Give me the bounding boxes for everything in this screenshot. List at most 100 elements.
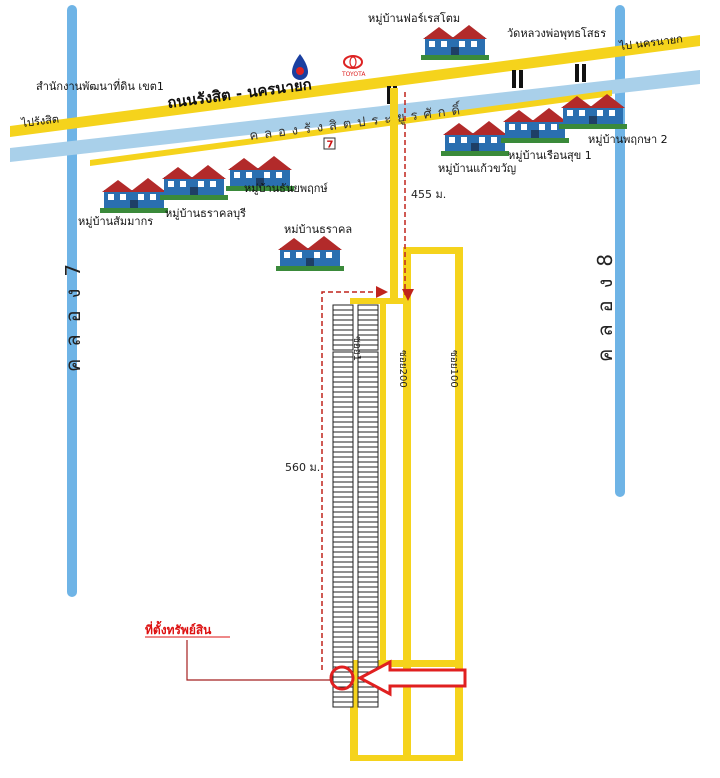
gas-station-icon [292,54,308,80]
plot-cell [357,511,379,518]
plot-cell [357,641,379,648]
location-circle-icon[interactable] [329,665,355,691]
plot-cell [332,646,354,653]
house-icon [501,108,569,143]
plot-cell [332,601,354,608]
plot-cell [357,411,379,418]
plot-cell [357,329,379,336]
plot-cell [357,361,379,368]
plot-cell [357,536,379,543]
plot-cell [332,339,354,346]
plot-cell [332,501,354,508]
plot-cell [332,304,354,311]
plot-cell [332,491,354,498]
plot-cell [332,446,354,453]
to-rangsit-label: ไปรังสิต [20,112,60,130]
plot-cell [332,701,354,708]
plot-cell [357,566,379,573]
plot-cell [332,471,354,478]
place-foresto: หมู่บ้านฟอร์เรสโตม [368,11,460,25]
plot-cell [357,661,379,668]
plot-cell [357,451,379,458]
plot-cell [357,344,379,351]
plot-cell [332,481,354,488]
plot-cell [357,416,379,423]
plot-cell [332,366,354,373]
plot-cell [332,319,354,326]
plot-cell [357,391,379,398]
plot-cell [357,309,379,316]
land-plots [332,304,379,708]
plot-cell [332,371,354,378]
plot-cell [357,441,379,448]
plot-cell [332,411,354,418]
plot-cell [357,701,379,708]
distance-560-label: 560 ม. [285,461,320,474]
plot-cell [332,496,354,503]
plot-cell [332,621,354,628]
soi-100-label: ซอย100 [448,350,459,388]
place-kaewkwan: หมู่บ้านแก้วขวัญ [438,162,516,175]
bridge-marker [387,86,391,104]
plot-cell [332,516,354,523]
soi-top-connector [403,247,463,254]
plot-cell [357,366,379,373]
plot-cell [357,531,379,538]
plot-cell [357,496,379,503]
plot-cell [357,686,379,693]
plot-cell [357,616,379,623]
plot-cell [332,636,354,643]
soi-small-label: ซอย1 [351,336,362,361]
plot-cell [357,501,379,508]
plot-cell [332,324,354,331]
plot-cell [357,476,379,483]
plot-cell [332,576,354,583]
distance-455-label: 455 ม. [411,188,446,201]
plot-cell [357,636,379,643]
plot-cell [357,576,379,583]
plot-cell [357,591,379,598]
place-thanakarnburi: หมู่บ้านธราคลบุรี [165,207,246,220]
plot-cell [332,391,354,398]
soi-left-road [350,660,358,760]
plot-cell [357,481,379,488]
khlong-8-label: คลอง8 [593,242,617,362]
plot-cell [332,526,354,533]
plot-cell [332,611,354,618]
main-road-rangsit-nakhon-nayok [10,35,700,137]
plot-cell [332,451,354,458]
plot-cell [357,371,379,378]
plot-cell [332,536,354,543]
plot-cell [332,421,354,428]
plot-cell [332,461,354,468]
plot-cell [332,314,354,321]
plot-cell [357,426,379,433]
plot-cell [357,611,379,618]
plot-cell [332,511,354,518]
plot-cell [332,546,354,553]
plot-cell [332,571,354,578]
soi-200-road [403,250,411,760]
soi-100-road [455,250,463,760]
plot-cell [332,566,354,573]
place-thanpruk: หมู่บ้านธันยพฤกษ์ [244,182,328,195]
plot-cell [332,616,354,623]
plot-cell [357,491,379,498]
plot-cell [332,396,354,403]
plot-cell [332,591,354,598]
canal-rangsit-prayoonsak [10,70,700,162]
house-icon [100,178,168,213]
plot-cell [357,561,379,568]
plot-cell [357,526,379,533]
plot-cell [332,676,354,683]
soi-bottom-road [350,755,463,761]
plot-cell [357,656,379,663]
plot-cell [332,329,354,336]
plot-cell [332,376,354,383]
plot-cell [332,406,354,413]
plot-cell [357,646,379,653]
soi-left-column-road [380,298,386,668]
arrow-left-icon [356,659,467,697]
bridge-marker [575,64,579,82]
